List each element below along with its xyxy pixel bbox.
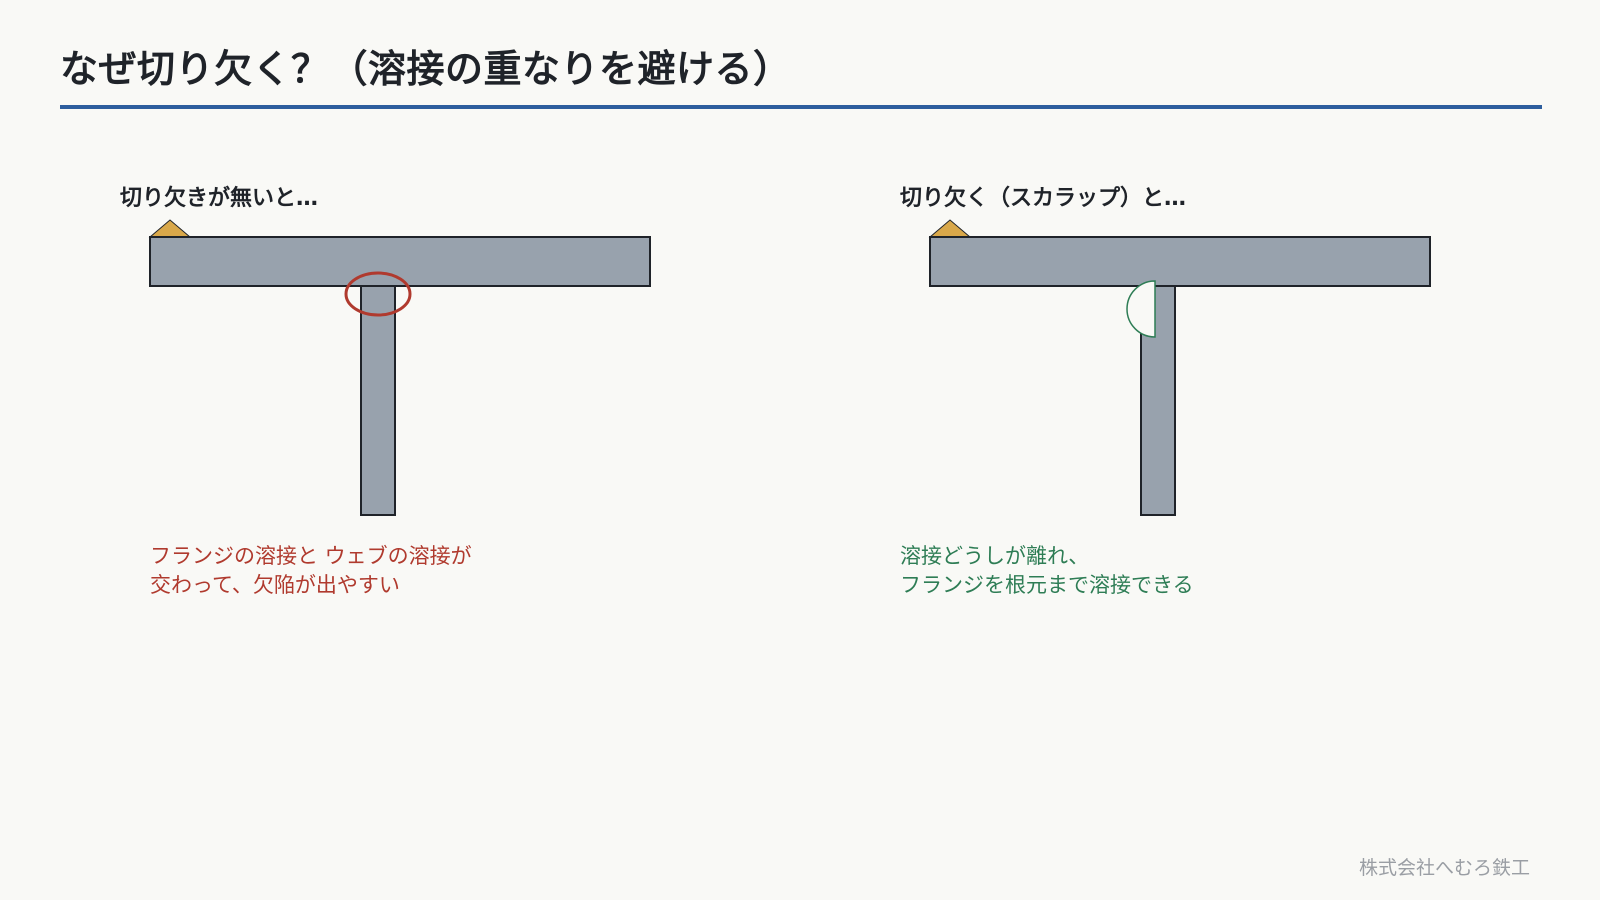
flange-weld-bead <box>148 219 192 238</box>
caption-scallop: 溶接どうしが離れ、 フランジを根元まで溶接できる <box>900 542 1194 600</box>
company-name: 株式会社へむろ鉄工 <box>1358 857 1530 879</box>
diagram-scallop <box>928 219 1431 516</box>
caption-no-scallop-line2: 交わって、欠陥が出やすい <box>150 573 400 597</box>
weld-overlap-circle <box>344 271 412 317</box>
flange-plate <box>929 236 1431 287</box>
caption-scallop-line2: フランジを根元まで溶接できる <box>900 573 1194 597</box>
slide-title: なぜ切り欠く？（溶接の重なりを避ける） <box>60 47 792 91</box>
heading-no-scallop: 切り欠きが無いと… <box>120 186 319 211</box>
caption-scallop-line1: 溶接どうしが離れ、 <box>900 544 1090 568</box>
caption-no-scallop: フランジの溶接と ウェブの溶接が 交わって、欠陥が出やすい <box>150 542 472 600</box>
scallop-cutout <box>1126 280 1156 338</box>
title-underline <box>60 105 1542 109</box>
heading-scallop: 切り欠く（スカラップ）と… <box>900 186 1187 211</box>
caption-no-scallop-line1: フランジの溶接と ウェブの溶接が <box>150 544 472 568</box>
web-plate <box>360 285 396 516</box>
diagram-no-scallop <box>148 219 651 516</box>
flange-weld-bead <box>928 219 972 238</box>
